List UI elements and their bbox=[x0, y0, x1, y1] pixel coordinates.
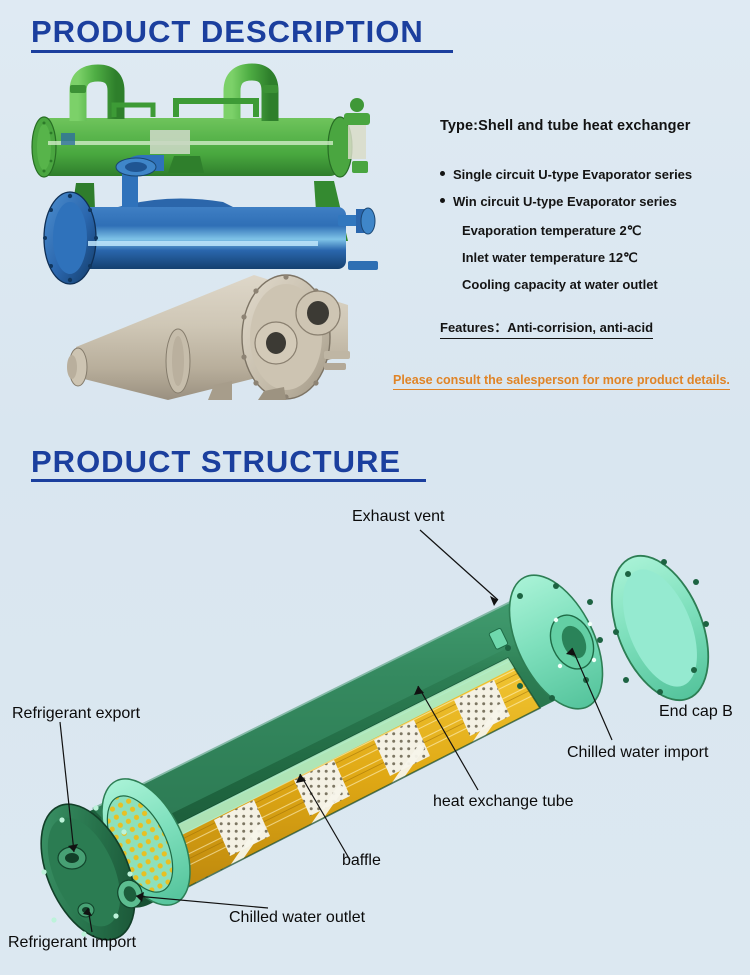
product-description-heading: PRODUCT DESCRIPTION bbox=[31, 14, 424, 49]
description-heading-rule bbox=[31, 50, 453, 53]
bullet-dot-icon bbox=[440, 198, 445, 203]
label-chilled-water-import: Chilled water import bbox=[567, 744, 709, 761]
end-cap-b-assembly bbox=[488, 554, 710, 710]
label-chilled-water-outlet: Chilled water outlet bbox=[229, 909, 366, 926]
cutaway-illustration bbox=[40, 529, 710, 941]
product-photo-collage bbox=[18, 55, 428, 400]
product-structure-diagram: Exhaust vent End cap B Chilled water imp… bbox=[0, 490, 750, 975]
bullet-dot-icon bbox=[440, 171, 445, 176]
label-refrigerant-import: Refrigerant import bbox=[8, 934, 137, 951]
end-cap-a-assembly bbox=[40, 778, 191, 941]
list-item: Win circuit U-type Evaporator series bbox=[440, 194, 750, 209]
green-heat-exchanger bbox=[31, 63, 370, 241]
bullet-label: Win circuit U-type Evaporator series bbox=[453, 194, 677, 209]
end-cap-a bbox=[40, 803, 143, 941]
label-heat-exchange-tube: heat exchange tube bbox=[433, 793, 574, 810]
refrigerant-import-nozzle bbox=[77, 902, 95, 918]
product-structure-heading: PRODUCT STRUCTURE bbox=[31, 444, 402, 479]
end-cap-b bbox=[610, 554, 710, 702]
heat-exchanger-photo bbox=[31, 63, 378, 400]
leader-arrowheads bbox=[68, 596, 576, 916]
list-item: Single circuit U-type Evaporator series bbox=[440, 167, 750, 182]
label-exhaust-vent: Exhaust vent bbox=[352, 508, 445, 525]
product-type-line: Type:Shell and tube heat exchanger bbox=[440, 118, 691, 134]
beige-port-lower bbox=[254, 321, 298, 365]
label-end-cap-b: End cap B bbox=[659, 703, 733, 720]
beige-port-upper bbox=[295, 290, 341, 336]
blue-heat-exchanger bbox=[43, 155, 378, 285]
spec-inlet-water-temperature: Inlet water temperature 12℃ bbox=[462, 250, 638, 265]
spec-cooling-capacity: Cooling capacity at water outlet bbox=[462, 277, 658, 292]
specification-list: Evaporation temperature 2℃ Inlet water t… bbox=[462, 223, 750, 292]
structure-heading-rule bbox=[31, 479, 426, 482]
beige-heat-exchanger bbox=[67, 274, 350, 400]
spec-evaporation-temperature: Evaporation temperature 2℃ bbox=[462, 223, 642, 238]
label-baffle: baffle bbox=[342, 852, 381, 869]
features-line: Features：Anti-corrision, anti-acid bbox=[440, 317, 654, 339]
exhaust-vent-stub bbox=[488, 628, 509, 650]
product-series-bullets: Single circuit U-type Evaporator series … bbox=[440, 167, 750, 209]
refrigerant-export-nozzle bbox=[57, 846, 87, 870]
bullet-label: Single circuit U-type Evaporator series bbox=[453, 167, 693, 182]
label-refrigerant-export: Refrigerant export bbox=[12, 705, 141, 722]
chilled-water-outlet-nozzle bbox=[117, 879, 143, 909]
green-valve-assembly bbox=[344, 98, 370, 173]
description-text-column: Type:Shell and tube heat exchanger Singl… bbox=[393, 118, 750, 390]
leader-lines bbox=[59, 529, 613, 933]
consult-salesperson-note: Please consult the salesperson for more … bbox=[393, 373, 730, 390]
